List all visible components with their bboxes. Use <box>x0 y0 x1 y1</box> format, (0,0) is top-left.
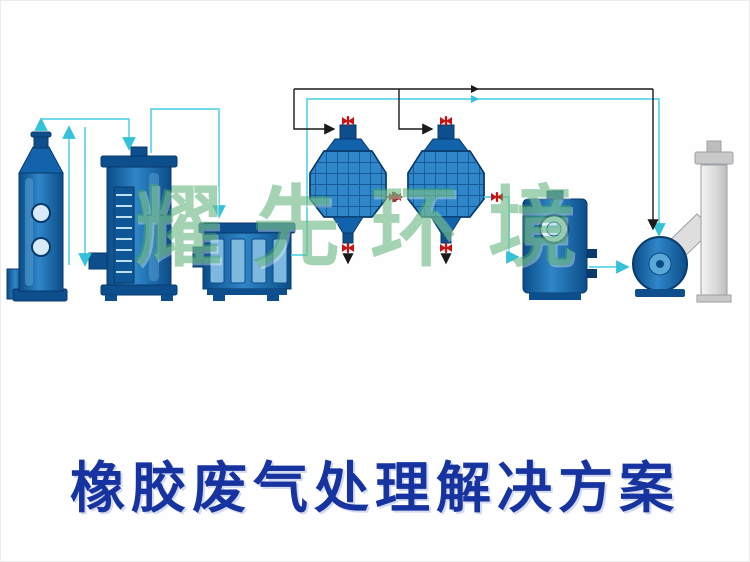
valve-icon <box>491 192 503 202</box>
spray-tower <box>6 131 68 302</box>
valve-icon <box>342 243 354 253</box>
unit-flange <box>192 246 204 268</box>
packed-scrubber-tower <box>88 146 178 301</box>
valve-icon <box>389 192 401 202</box>
fan-base <box>635 289 685 297</box>
activated-carbon-drum-2 <box>407 124 485 244</box>
flow-arrow-icon <box>471 85 479 93</box>
ladder <box>113 186 135 284</box>
tower-flange <box>100 284 178 296</box>
unit-panel <box>230 238 246 284</box>
tower-highlight <box>149 173 159 281</box>
chimney-body <box>700 164 728 296</box>
chimney-top-stub <box>706 140 722 153</box>
tower-cone <box>18 146 64 174</box>
pipe-line <box>398 89 434 135</box>
valve-icon <box>440 243 452 253</box>
tank-nozzle <box>587 269 597 278</box>
unit-panel <box>272 238 288 284</box>
porthole-icon <box>31 203 51 223</box>
tank-nozzle <box>587 249 597 258</box>
fan-hub <box>656 260 664 268</box>
activated-carbon-drum-1 <box>309 124 387 244</box>
tank-base <box>529 293 581 300</box>
pipe-lines-cyan <box>34 95 666 274</box>
tank-body <box>522 198 588 294</box>
chimney-base <box>696 294 732 303</box>
sight-glass-inner <box>546 221 562 237</box>
water-seal-tank <box>522 190 597 300</box>
ladder-rungs <box>116 194 132 273</box>
tower-foot <box>105 295 117 301</box>
duct-line <box>41 118 136 151</box>
chimney-cap <box>694 151 734 165</box>
unit-foot <box>267 295 279 301</box>
diagram-title: 橡胶废气处理解决方案 <box>69 458 680 519</box>
tower-foot <box>161 295 173 301</box>
porthole-icon <box>31 237 51 257</box>
flow-arrow-icon <box>471 95 479 103</box>
unit-panel <box>251 238 267 284</box>
tower-side-stub <box>88 252 110 270</box>
pipe-lines-black <box>293 85 659 265</box>
pipe-line <box>293 89 336 135</box>
uv-photolysis-unit <box>192 222 296 301</box>
tower-lid <box>100 155 178 168</box>
exhaust-chimney <box>694 140 734 303</box>
duct-line <box>291 98 666 256</box>
duct-line <box>150 108 226 219</box>
unit-panel <box>209 238 225 284</box>
tower-neck-lip <box>30 131 52 138</box>
unit-base <box>207 289 287 295</box>
tower-highlight <box>25 178 33 286</box>
unit-lid <box>198 222 296 234</box>
unit-foot <box>213 295 225 301</box>
duct-line <box>484 196 520 264</box>
